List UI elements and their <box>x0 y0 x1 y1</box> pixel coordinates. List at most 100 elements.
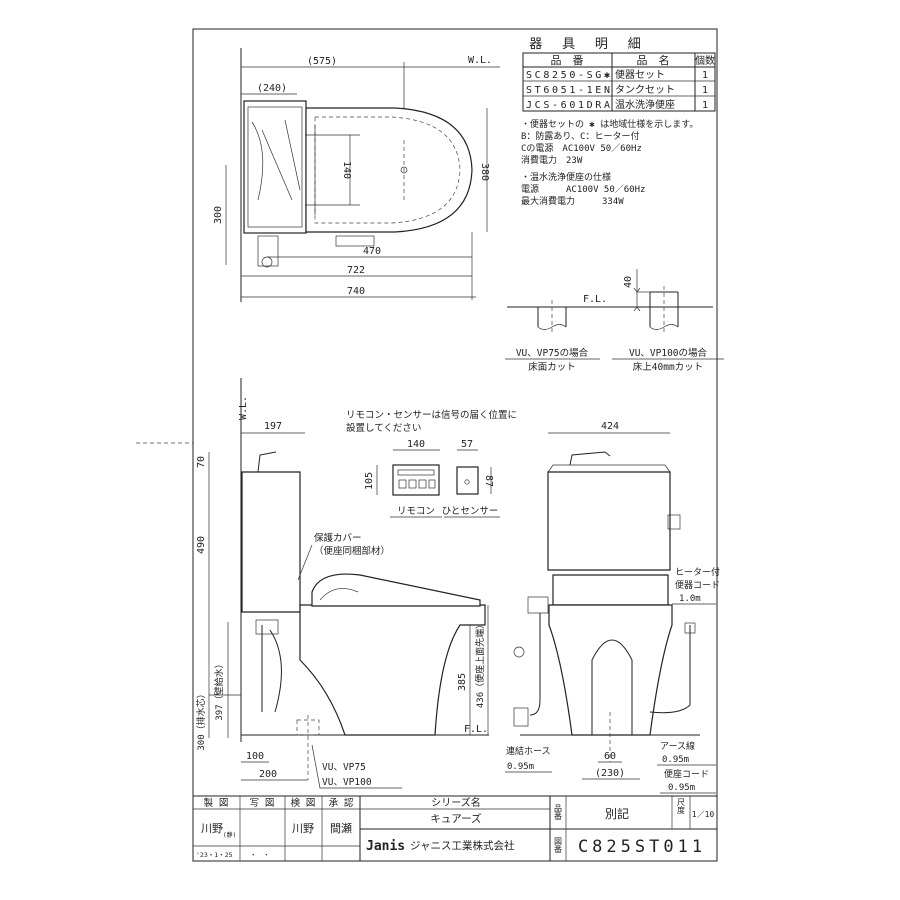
front-heater-len: 1.0m <box>679 594 701 604</box>
sensor-unit <box>456 466 479 495</box>
parts-header-qty: 個数 <box>695 54 715 67</box>
remote-label: リモコン <box>397 506 435 517</box>
spec-notes: ・便器セットの ✱ は地域仕様を示します。 B：防露あり、C：ヒーター付 Cの電… <box>521 118 698 207</box>
plan-dim-722: 722 <box>347 265 365 276</box>
side-vu100: VU、VP100 <box>322 777 372 788</box>
tb-head-copy: 写 図 <box>250 798 275 809</box>
side-dim-70: 70 <box>196 456 207 468</box>
side-cover-sub: （便座同梱部材） <box>314 545 390 557</box>
tb-head-make: 製 図 <box>204 797 229 809</box>
note-line: ・便器セットの ✱ は地域仕様を示します。 <box>521 118 698 130</box>
tb-company: ジャニス工業株式会社 <box>410 839 515 852</box>
plan-dim-240: (240) <box>257 83 287 94</box>
note-line: 最大消費電力 334W <box>521 195 624 207</box>
side-cover-label: 保護カバー <box>314 532 362 544</box>
floor-detail-40: 40 <box>623 276 634 288</box>
tb-maker: 川野 <box>201 822 223 835</box>
tb-zu-label: 図番 <box>554 837 563 854</box>
tb-brand: Janis <box>366 839 405 854</box>
parts-row-qty: 1 <box>702 85 708 96</box>
tb-date-blank: ・ ・ <box>250 851 270 859</box>
note-line: B：防露あり、C：ヒーター付 <box>521 130 639 142</box>
tb-head-approve: 承 認 <box>329 797 354 809</box>
plan-dim-140: 140 <box>341 161 352 179</box>
plan-wl-label: W.L. <box>468 55 492 66</box>
front-dim-230: (230) <box>595 768 625 779</box>
parts-header-code: 品 番 <box>551 54 584 67</box>
remote-note-line2: 設置してください <box>346 422 421 434</box>
drawing-frame <box>192 28 718 862</box>
side-dim-300: 300（排水芯） <box>195 689 207 750</box>
front-view: 424 ヒーター付 便器コード 1.0m 連結ホース 0.95m 60 (230… <box>505 421 720 794</box>
tb-series: キュアーズ <box>430 812 481 825</box>
parts-row-name: タンクセット <box>615 84 675 96</box>
side-vu75: VU、VP75 <box>322 762 366 773</box>
sensor-dim-87: 87 <box>483 475 494 487</box>
side-dim-100: 100 <box>246 751 264 762</box>
floor-detail-fl: F.L. <box>583 294 607 305</box>
front-seat-cord-len: 0.95m <box>668 783 695 793</box>
parts-row-code: SC8250-SG✱ <box>526 70 610 81</box>
parts-row-code: JCS-601DRA <box>526 100 610 111</box>
parts-row-qty: 1 <box>702 70 708 81</box>
sensor-label: ひとセンサー <box>442 506 499 517</box>
parts-table-title: 器 具 明 細 <box>529 37 646 52</box>
remote-note-line1: リモコン・センサーは信号の届く位置に <box>346 409 517 421</box>
note-line: ・温水洗浄便座の仕様 <box>521 171 611 183</box>
tb-approver: 間瀬 <box>330 821 352 835</box>
plan-dim-380: 380 <box>479 163 490 181</box>
front-heater-cord2: 便器コード <box>675 579 720 591</box>
remote-dim-140: 140 <box>407 439 425 450</box>
remote-sensor-detail: リモコン・センサーは信号の届く位置に 設置してください 140 105 57 8… <box>346 409 517 518</box>
front-heater-cord: ヒーター付 <box>675 567 720 578</box>
plan-dim-740: 740 <box>347 286 365 297</box>
side-fl-label: F.L. <box>464 724 488 735</box>
tb-head-check: 検 図 <box>291 797 316 809</box>
tb-hin-value: 別記 <box>605 806 629 821</box>
front-dim-60: 60 <box>604 751 616 762</box>
title-block: 製 図 写 図 検 図 承 認 川野 (静) 川野 間瀬 '23・1・25 ・ … <box>193 795 717 861</box>
plan-dim-300: 300 <box>213 206 224 224</box>
floor-detail-left-sub: 床面カット <box>528 361 576 373</box>
sensor-dim-57: 57 <box>461 439 473 450</box>
front-hose-label: 連結ホース <box>506 745 551 757</box>
parts-row-name: 便器セット <box>615 68 665 81</box>
note-line: Cの電源 AC100V 50／60Hz <box>521 143 642 154</box>
front-dim-424: 424 <box>601 421 619 432</box>
side-dim-197: 197 <box>264 421 282 432</box>
tb-scale-value: 1／10 <box>692 810 715 819</box>
tb-drawing-no: C825ST011 <box>578 837 706 857</box>
floor-detail-right-sub: 床上40mmカット <box>633 361 703 373</box>
remote-dim-105: 105 <box>364 472 375 490</box>
front-earth-label: アース線 <box>660 740 695 752</box>
parts-row-name: 温水洗浄便座 <box>615 98 675 111</box>
tb-hin-label: 品番 <box>554 804 563 821</box>
side-dim-490: 490 <box>196 536 207 554</box>
side-dim-385: 385 <box>457 673 468 691</box>
side-view: W.L. 197 70 490 397（壁給水） 300（排水芯） 385 43… <box>195 378 489 789</box>
side-dim-436: 436（便座上面先端） <box>474 620 486 708</box>
tb-maker-mark: (静) <box>223 831 236 839</box>
parts-row-qty: 1 <box>702 100 708 111</box>
tb-scale-label: 尺度 <box>677 798 686 815</box>
floor-cut-detail: F.L. 40 VU、VP75の場合 床面カット VU、VP100の場合 床上4… <box>505 269 724 373</box>
front-hose-len: 0.95m <box>507 762 534 772</box>
parts-table: 器 具 明 細 品 番 品 名 個数 SC8250-SG✱ 便器セット 1 ST… <box>522 37 716 112</box>
parts-header-name: 品 名 <box>637 53 670 67</box>
parts-row-code: ST6051-1EN <box>526 85 610 96</box>
front-earth-len: 0.95m <box>662 755 689 765</box>
front-seat-cord-label: 便座コード <box>664 768 709 780</box>
tb-series-label: シリーズ名 <box>431 796 481 809</box>
plan-view: W.L. (575) (240) 140 300 380 470 722 7 <box>213 48 500 302</box>
note-line: 消費電力 23W <box>521 154 583 166</box>
floor-detail-right-caption: VU、VP100の場合 <box>629 347 708 359</box>
note-line: 電源 AC100V 50／60Hz <box>521 184 645 195</box>
side-dim-200: 200 <box>259 769 277 780</box>
floor-detail-left-caption: VU、VP75の場合 <box>516 347 589 359</box>
tb-checker: 川野 <box>292 822 314 835</box>
tb-date: '23・1・25 <box>196 851 233 859</box>
plan-dim-470: 470 <box>363 246 381 257</box>
side-dim-397: 397（壁給水） <box>213 659 225 720</box>
side-wl-label: W.L. <box>238 396 249 420</box>
